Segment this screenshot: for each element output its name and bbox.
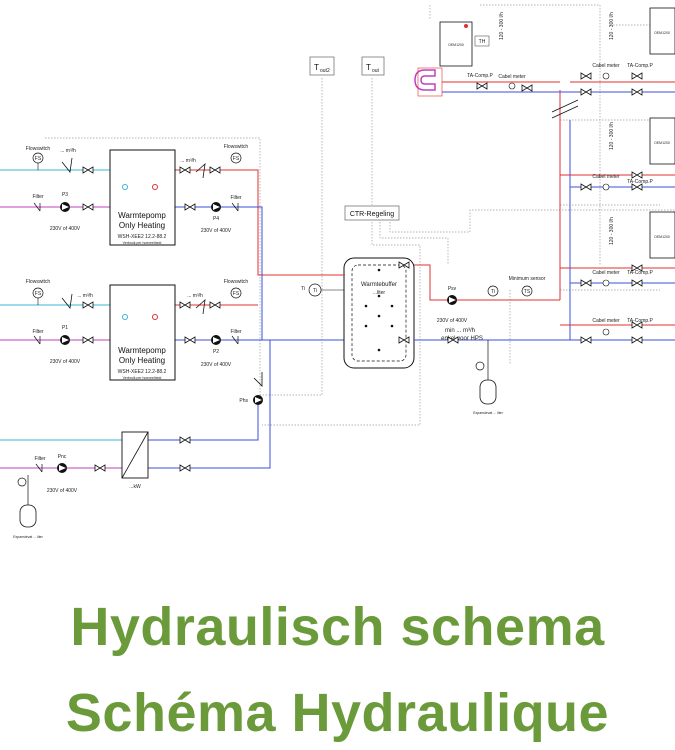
flowswitch-label-f2: Flowswitch xyxy=(26,146,51,152)
hp2-subtitle: Only Heating xyxy=(119,356,165,365)
voltage-label-6: 230V of 400V xyxy=(437,318,468,324)
hp1-components: Flowswitch FS ... m³/h Filter P3 230V of… xyxy=(26,144,249,234)
oem-label-2: OEM1200 xyxy=(654,141,670,145)
hp1-title: Warmtepomp xyxy=(118,211,166,220)
hps-label: enkel voor HPS xyxy=(441,336,483,342)
pump-label-p1: P1 xyxy=(62,325,68,331)
temp-sensor-ti-2: Ti xyxy=(491,289,495,295)
voltage-label-4: 230V of 400V xyxy=(201,362,232,368)
pump-label-phs: Phs xyxy=(239,398,248,404)
tout-label: T xyxy=(366,63,371,72)
filter-label-2: Filter xyxy=(230,195,241,201)
oem-label-3: OEM1200 xyxy=(654,235,670,239)
flowmeter-label-r2: ... m³/h xyxy=(187,293,203,299)
hp2-info: Verbruik per hoeveelheid xyxy=(123,376,162,380)
min-flow-label: min ... m³/h xyxy=(445,328,475,334)
flowswitch-label-f1: Flowswitch xyxy=(26,279,51,285)
voltage-label-5: 230V of 400V xyxy=(47,488,78,494)
flowmeter-label-2: ... m³/h xyxy=(77,293,93,299)
ta-comp-4: TA-Comp.P xyxy=(627,318,653,324)
hp1-info: Verbruik per hoeveelheid xyxy=(123,241,162,245)
title-french: Schéma Hydraulique xyxy=(65,683,610,743)
pump-label-psv: Psv xyxy=(448,286,457,292)
buffer-liter: ...liter xyxy=(373,290,386,296)
exchanger-components: ...kW Pnc 230V of 400V Filter Phs Expans… xyxy=(13,372,263,539)
range-label-2: 120 - 300 l/h xyxy=(609,122,615,150)
range-label-1: 120 - 300 l/h xyxy=(609,12,615,40)
filter-label-1: Filter xyxy=(32,194,43,200)
svg-text:FS: FS xyxy=(233,156,240,162)
cabl-meter-2: Cabel meter xyxy=(592,174,620,180)
svg-text:FS: FS xyxy=(35,156,42,162)
range-label-top: 120 - 300 l/h xyxy=(499,12,505,40)
cabl-meter-4: Cabel meter xyxy=(592,318,620,324)
hp1-box: Warmtepomp Only Heating WSH-XEE2 12.2-88… xyxy=(109,149,176,246)
hp2-components: Flowswitch FS ... m³/h Filter P1 230V of… xyxy=(26,279,249,368)
expansion-label-1: Expansievat ... liter xyxy=(13,535,43,539)
expansion-label-2: Expansievat ... liter xyxy=(473,411,503,415)
svg-text:FS: FS xyxy=(233,291,240,297)
pump-label-p2: P2 xyxy=(213,349,219,355)
buffer-piping xyxy=(330,90,675,341)
hp1-subtitle: Only Heating xyxy=(119,221,165,230)
range-label-3: 120 - 300 l/h xyxy=(609,217,615,245)
top-floor-unit: OEM1200 TH TA-Comp.P Cabel meter 120 - 3… xyxy=(414,12,570,97)
ctr-label: CTR-Regeling xyxy=(350,211,394,218)
th-label: TH xyxy=(479,39,486,45)
ta-comp-top: TA-Comp.P xyxy=(467,73,493,79)
buffer-tank: Warmtebuffer ...liter Ti Ti xyxy=(301,257,415,369)
control-boxes: T out2 T out CTR-Regeling xyxy=(309,56,400,221)
cabl-meter-top: Cabel meter xyxy=(498,74,526,80)
tout2-subscript: out2 xyxy=(320,68,330,74)
filter-label-4: Filter xyxy=(230,329,241,335)
tout2-label: T xyxy=(314,63,319,72)
radiator-branches: OEM1200 120 - 300 l/h Cabel meter TA-Com… xyxy=(551,7,675,344)
flowmeter-label-r1: ... m³/h xyxy=(180,158,196,164)
title-dutch: Hydraulisch schema xyxy=(70,597,605,657)
buffer-components: Psv 230V of 400V Ti TS Minimum sensor mi… xyxy=(398,261,546,415)
hp1-model: WSH-XEE2 12.2-88.2 xyxy=(118,234,167,240)
temp-sensor-ti-1: Ti xyxy=(313,288,317,294)
cabl-meter-1: Cabel meter xyxy=(592,63,620,69)
hp2-model: WSH-XEE2 12.2-88.2 xyxy=(118,369,167,375)
filter-label-5: Filter xyxy=(34,456,45,462)
pump-label-pnc: Pnc xyxy=(58,454,67,460)
pump-label-p4: P4 xyxy=(213,216,219,222)
oem-label-top: OEM1200 xyxy=(448,43,464,47)
ta-comp-3: TA-Comp.P xyxy=(627,270,653,276)
cabl-meter-3: Cabel meter xyxy=(592,270,620,276)
filter-label-3: Filter xyxy=(32,329,43,335)
flowswitch-label-f3: Flowswitch xyxy=(224,279,249,285)
oem-label-1: OEM1200 xyxy=(654,31,670,35)
hp2-title: Warmtepomp xyxy=(118,346,166,355)
buffer-label: Warmtebuffer xyxy=(361,282,397,288)
control-lines xyxy=(45,4,675,426)
ta-comp-1: TA-Comp.P xyxy=(627,63,653,69)
ta-comp-2: TA-Comp.P xyxy=(627,179,653,185)
flowswitch-label-f4: Flowswitch xyxy=(224,144,249,150)
voltage-label-3: 230V of 400V xyxy=(50,359,81,365)
temp-sensor-ts: TS xyxy=(524,289,531,295)
hp2-box: Warmtepomp Only Heating WSH-XEE2 12.2-88… xyxy=(109,284,176,381)
flowmeter-label: ... m³/h xyxy=(60,148,76,154)
pump-label-p3: P3 xyxy=(62,192,68,198)
tout-subscript: out xyxy=(372,68,380,74)
svg-text:FS: FS xyxy=(35,291,42,297)
minimum-sensor-label: Minimum sensor xyxy=(509,276,546,282)
hydraulic-diagram: Warmtepomp Only Heating WSH-XEE2 12.2-88… xyxy=(0,4,675,539)
exchanger-kw: ...kW xyxy=(129,484,141,490)
temp-sensor-label: Ti xyxy=(301,286,305,292)
voltage-label-2: 230V of 400V xyxy=(201,228,232,234)
voltage-label-1: 230V of 400V xyxy=(50,226,81,232)
